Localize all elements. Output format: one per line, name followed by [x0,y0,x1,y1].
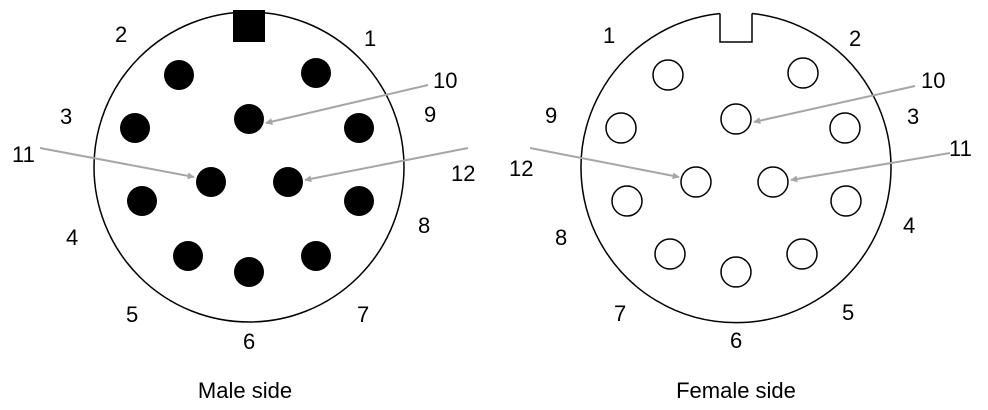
female-pin-label-5: 5 [842,300,854,325]
female-connector: 1 2 3 4 5 6 7 8 9 10 11 12 Female side [509,12,972,403]
male-pin-3 [120,113,150,143]
female-pin-9 [605,112,637,144]
male-pin-12 [273,167,303,197]
female-pin-label-11: 11 [949,136,972,161]
female-pin-11 [757,166,789,198]
female-pin-12 [680,166,712,198]
male-pin-11 [196,167,226,197]
male-pin-label-11: 11 [12,142,35,167]
male-pin-label-1: 1 [364,26,376,51]
female-pin-4 [830,185,862,217]
female-arrow-10 [753,85,916,125]
male-pin-4 [127,186,157,216]
male-connector: 1 2 3 4 5 6 7 8 9 10 11 12 Male side [12,10,475,403]
male-pin-label-8: 8 [418,213,430,238]
male-pin-6 [234,257,264,287]
male-pin-9 [344,113,374,143]
male-pin-label-4: 4 [66,225,78,250]
female-pin-label-12: 12 [509,156,533,181]
male-pin-label-6: 6 [243,329,255,354]
female-pin-label-10: 10 [921,68,945,93]
male-pin-2 [164,60,194,90]
male-pin-8 [344,186,374,216]
female-pin-label-4: 4 [903,213,915,238]
male-arrow-10 [265,84,429,125]
female-pin-6 [720,256,752,288]
female-pin-label-9: 9 [545,103,557,128]
male-pin-1 [301,58,331,88]
female-pin-2 [787,57,819,89]
female-pin-1 [652,59,684,91]
male-pin-7 [301,241,331,271]
female-pin-3 [829,112,861,144]
male-pin-label-10: 10 [433,68,457,93]
female-pin-label-1: 1 [603,23,615,48]
male-pin-label-9: 9 [424,102,436,127]
female-arrow-11 [790,152,951,183]
male-pin-10 [234,104,264,134]
male-arrow-11 [39,147,195,180]
male-key-tab [233,10,265,42]
female-pin-label-2: 2 [849,26,861,51]
male-pin-label-12: 12 [451,161,475,186]
male-arrow-12 [304,147,469,183]
male-pin-label-3: 3 [60,104,72,129]
female-key-notch [719,13,753,43]
male-pin-label-5: 5 [126,302,138,327]
female-pin-label-8: 8 [555,225,567,250]
male-pin-label-2: 2 [115,22,127,47]
female-pin-label-3: 3 [907,104,919,129]
female-side-caption: Female side [676,378,796,403]
female-pin-5 [786,238,818,270]
female-pin-label-7: 7 [614,301,626,326]
female-pin-label-6: 6 [730,328,742,353]
male-pin-5 [173,241,203,271]
female-pin-10 [720,103,752,135]
male-side-caption: Male side [198,378,292,403]
female-pin-8 [611,185,643,217]
female-pin-7 [654,238,686,270]
female-arrow-12 [529,147,680,180]
male-pin-label-7: 7 [357,302,369,327]
